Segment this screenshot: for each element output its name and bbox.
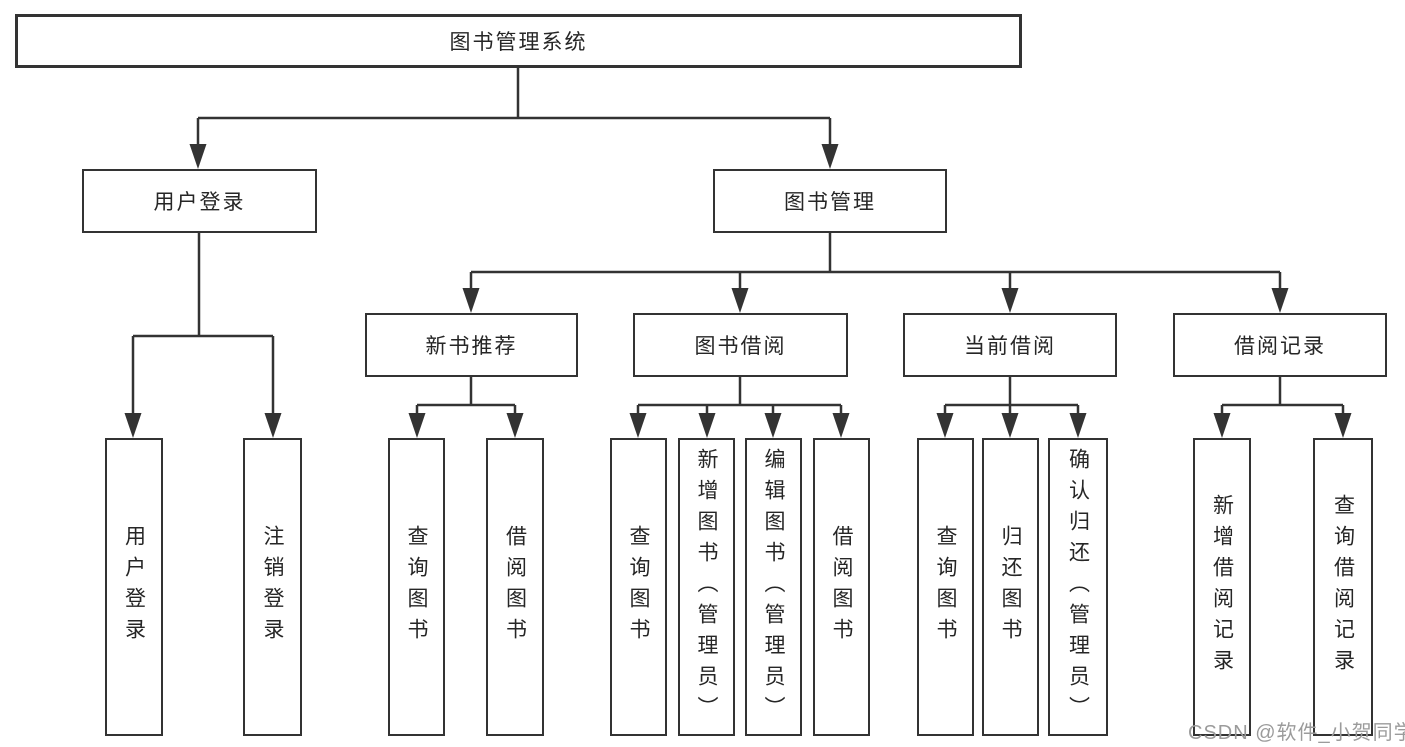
arrow-down-icon [832, 413, 850, 438]
node-label: 确认归还（管理员） [1066, 447, 1090, 727]
node-book-management: 图书管理 [713, 169, 947, 233]
connector-current-borrow [943, 377, 1080, 416]
node-new-book-recommend: 新书推荐 [365, 313, 578, 377]
arrow-down-icon [1334, 413, 1352, 438]
leaf-add-book-admin: 新增图书（管理员） [678, 438, 735, 736]
arrow-down-icon [462, 288, 480, 313]
arrow-down-icon [189, 144, 207, 169]
node-label: 新增借阅记录 [1210, 494, 1234, 680]
arrow-down-icon [821, 144, 839, 169]
node-label: 用户登录 [122, 525, 146, 649]
arrow-down-icon [629, 413, 647, 438]
leaf-query-books-current: 查询图书 [917, 438, 974, 736]
node-label: 图书管理 [784, 191, 876, 214]
leaf-query-books-recommend: 查询图书 [388, 438, 445, 736]
arrow-down-icon [936, 413, 954, 438]
leaf-user-login: 用户登录 [105, 438, 163, 736]
arrow-down-icon [1001, 413, 1019, 438]
arrow-down-icon [408, 413, 426, 438]
node-label: 新书推荐 [425, 335, 518, 358]
node-label: 借阅图书 [503, 525, 527, 649]
node-label: 当前借阅 [964, 335, 1056, 358]
node-current-borrow: 当前借阅 [903, 313, 1117, 377]
connector-user-login [131, 233, 275, 415]
node-label: 图书管理系统 [449, 31, 588, 54]
node-label: 查询图书 [405, 525, 428, 649]
arrow-down-icon [731, 288, 749, 313]
leaf-edit-book-admin: 编辑图书（管理员） [745, 438, 802, 736]
leaf-logout: 注销登录 [243, 438, 302, 736]
node-label: 编辑图书（管理员） [762, 447, 785, 727]
leaf-add-borrow-record: 新增借阅记录 [1193, 438, 1251, 736]
leaf-borrow-books-recommend: 借阅图书 [486, 438, 544, 736]
node-book-borrow: 图书借阅 [633, 313, 848, 377]
leaf-return-books: 归还图书 [982, 438, 1039, 736]
watermark: CSDN @软件_小贺同学 [1188, 722, 1405, 744]
arrow-down-icon [1069, 413, 1087, 438]
connector-book-management [469, 233, 1282, 290]
node-label: 新增图书（管理员） [695, 447, 718, 727]
node-label: 查询借阅记录 [1331, 494, 1355, 680]
node-label: 查询图书 [934, 525, 957, 649]
arrow-down-icon [124, 413, 142, 438]
arrow-down-icon [1271, 288, 1289, 313]
node-label: 用户登录 [153, 191, 246, 214]
connector-borrow-records [1220, 377, 1345, 416]
connector-root [196, 68, 832, 146]
node-label: 注销登录 [261, 525, 284, 649]
arrow-down-icon [506, 413, 524, 438]
arrow-down-icon [1213, 413, 1231, 438]
connector-new-book-recommend [415, 377, 517, 416]
node-borrow-records: 借阅记录 [1173, 313, 1387, 377]
leaf-query-books-borrow: 查询图书 [610, 438, 667, 736]
leaf-confirm-return-admin: 确认归还（管理员） [1048, 438, 1108, 736]
arrow-down-icon [1001, 288, 1019, 313]
connector-book-borrow [636, 377, 843, 416]
node-label: 查询图书 [627, 525, 650, 649]
node-label: 图书借阅 [694, 335, 787, 358]
leaf-query-borrow-record: 查询借阅记录 [1313, 438, 1373, 736]
node-label: 借阅记录 [1234, 335, 1326, 358]
leaf-borrow-books: 借阅图书 [813, 438, 870, 736]
arrow-down-icon [264, 413, 282, 438]
node-label: 借阅图书 [830, 525, 853, 649]
node-user-login-branch: 用户登录 [82, 169, 317, 233]
arrow-down-icon [764, 413, 782, 438]
arrow-down-icon [698, 413, 716, 438]
node-library-management-system: 图书管理系统 [15, 14, 1022, 68]
node-label: 归还图书 [999, 525, 1022, 649]
